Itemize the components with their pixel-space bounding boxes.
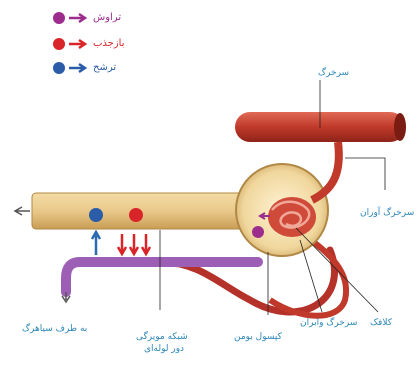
legend-filtration-dot — [53, 12, 65, 24]
artery-opening — [394, 113, 406, 141]
legend-filtration-arrow — [69, 14, 85, 22]
legend-secretion-label: ترشح — [93, 62, 116, 73]
leader-glomerulus — [296, 228, 378, 312]
label-towards-vein: به طرف سیاهرگ — [22, 324, 87, 335]
leader-efferent — [345, 158, 385, 190]
label-peritubular-1: شبکه مویرگی — [136, 332, 188, 343]
label-efferent-arteriole: سرخرگ آوران — [360, 208, 414, 219]
renal-tubule — [32, 193, 262, 229]
glomerulus — [268, 197, 316, 237]
reabsorption-marker — [129, 208, 143, 222]
secretion-arrow — [92, 232, 100, 255]
label-peritubular-2: دور لوله‌ای — [144, 344, 184, 355]
label-artery: سرخرگ — [318, 68, 349, 79]
legend-secretion-arrow — [69, 64, 85, 72]
label-bowman-capsule: کپسول بومن — [234, 332, 282, 343]
reabsorption-arrow-3 — [142, 234, 150, 254]
secretion-marker — [89, 208, 103, 222]
reabsorption-arrow-2 — [130, 234, 138, 254]
reabsorption-arrow-1 — [118, 234, 126, 254]
legend-reabsorption-arrow — [69, 40, 85, 48]
tubule-exit-arrow — [15, 207, 30, 215]
legend-filtration-label: تراوش — [93, 12, 121, 23]
filtration-marker — [252, 226, 264, 238]
label-efferent-arteriole-2: سرخرگ وابران — [300, 318, 357, 329]
legend-reabsorption-label: بازجذب — [93, 38, 125, 49]
legend-secretion-dot — [53, 62, 65, 74]
legend-reabsorption-dot — [53, 38, 65, 50]
legend — [53, 12, 85, 74]
label-glomerulus: کلافک — [370, 318, 392, 329]
